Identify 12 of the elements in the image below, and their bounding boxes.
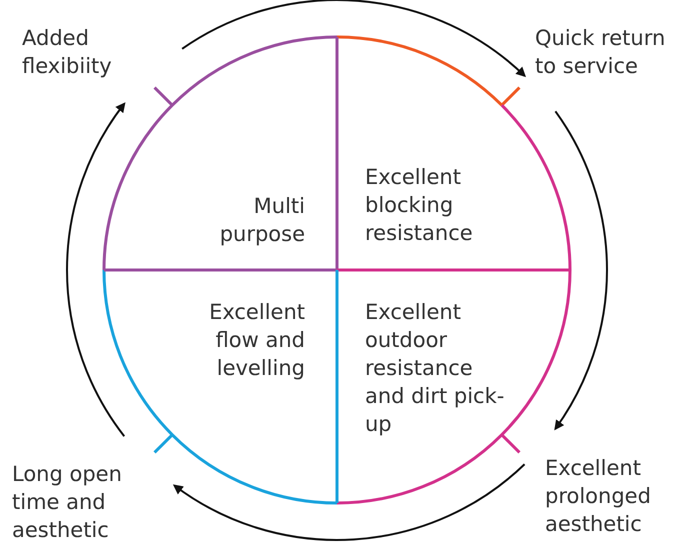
quadrant-label: Multi purpose bbox=[218, 193, 305, 248]
benefit-label: Quick return to service bbox=[535, 25, 666, 80]
curved-arrow bbox=[182, 0, 526, 78]
curved-arrow bbox=[554, 110, 608, 430]
curved-arrow bbox=[172, 463, 526, 541]
curved-arrow bbox=[66, 102, 126, 437]
quadrant-label: Excellent blocking resistance bbox=[365, 164, 474, 247]
benefit-label: Excellent prolonged aesthetic bbox=[545, 455, 652, 538]
quadrant-label: Excellent outdoor resistance and dirt pick-up bbox=[365, 299, 506, 438]
benefit-label: Long open time and aesthetic bbox=[12, 461, 123, 544]
benefit-label: Added flexibiity bbox=[22, 25, 113, 80]
quadrant-label: Excellent flow and levelling bbox=[208, 299, 305, 382]
